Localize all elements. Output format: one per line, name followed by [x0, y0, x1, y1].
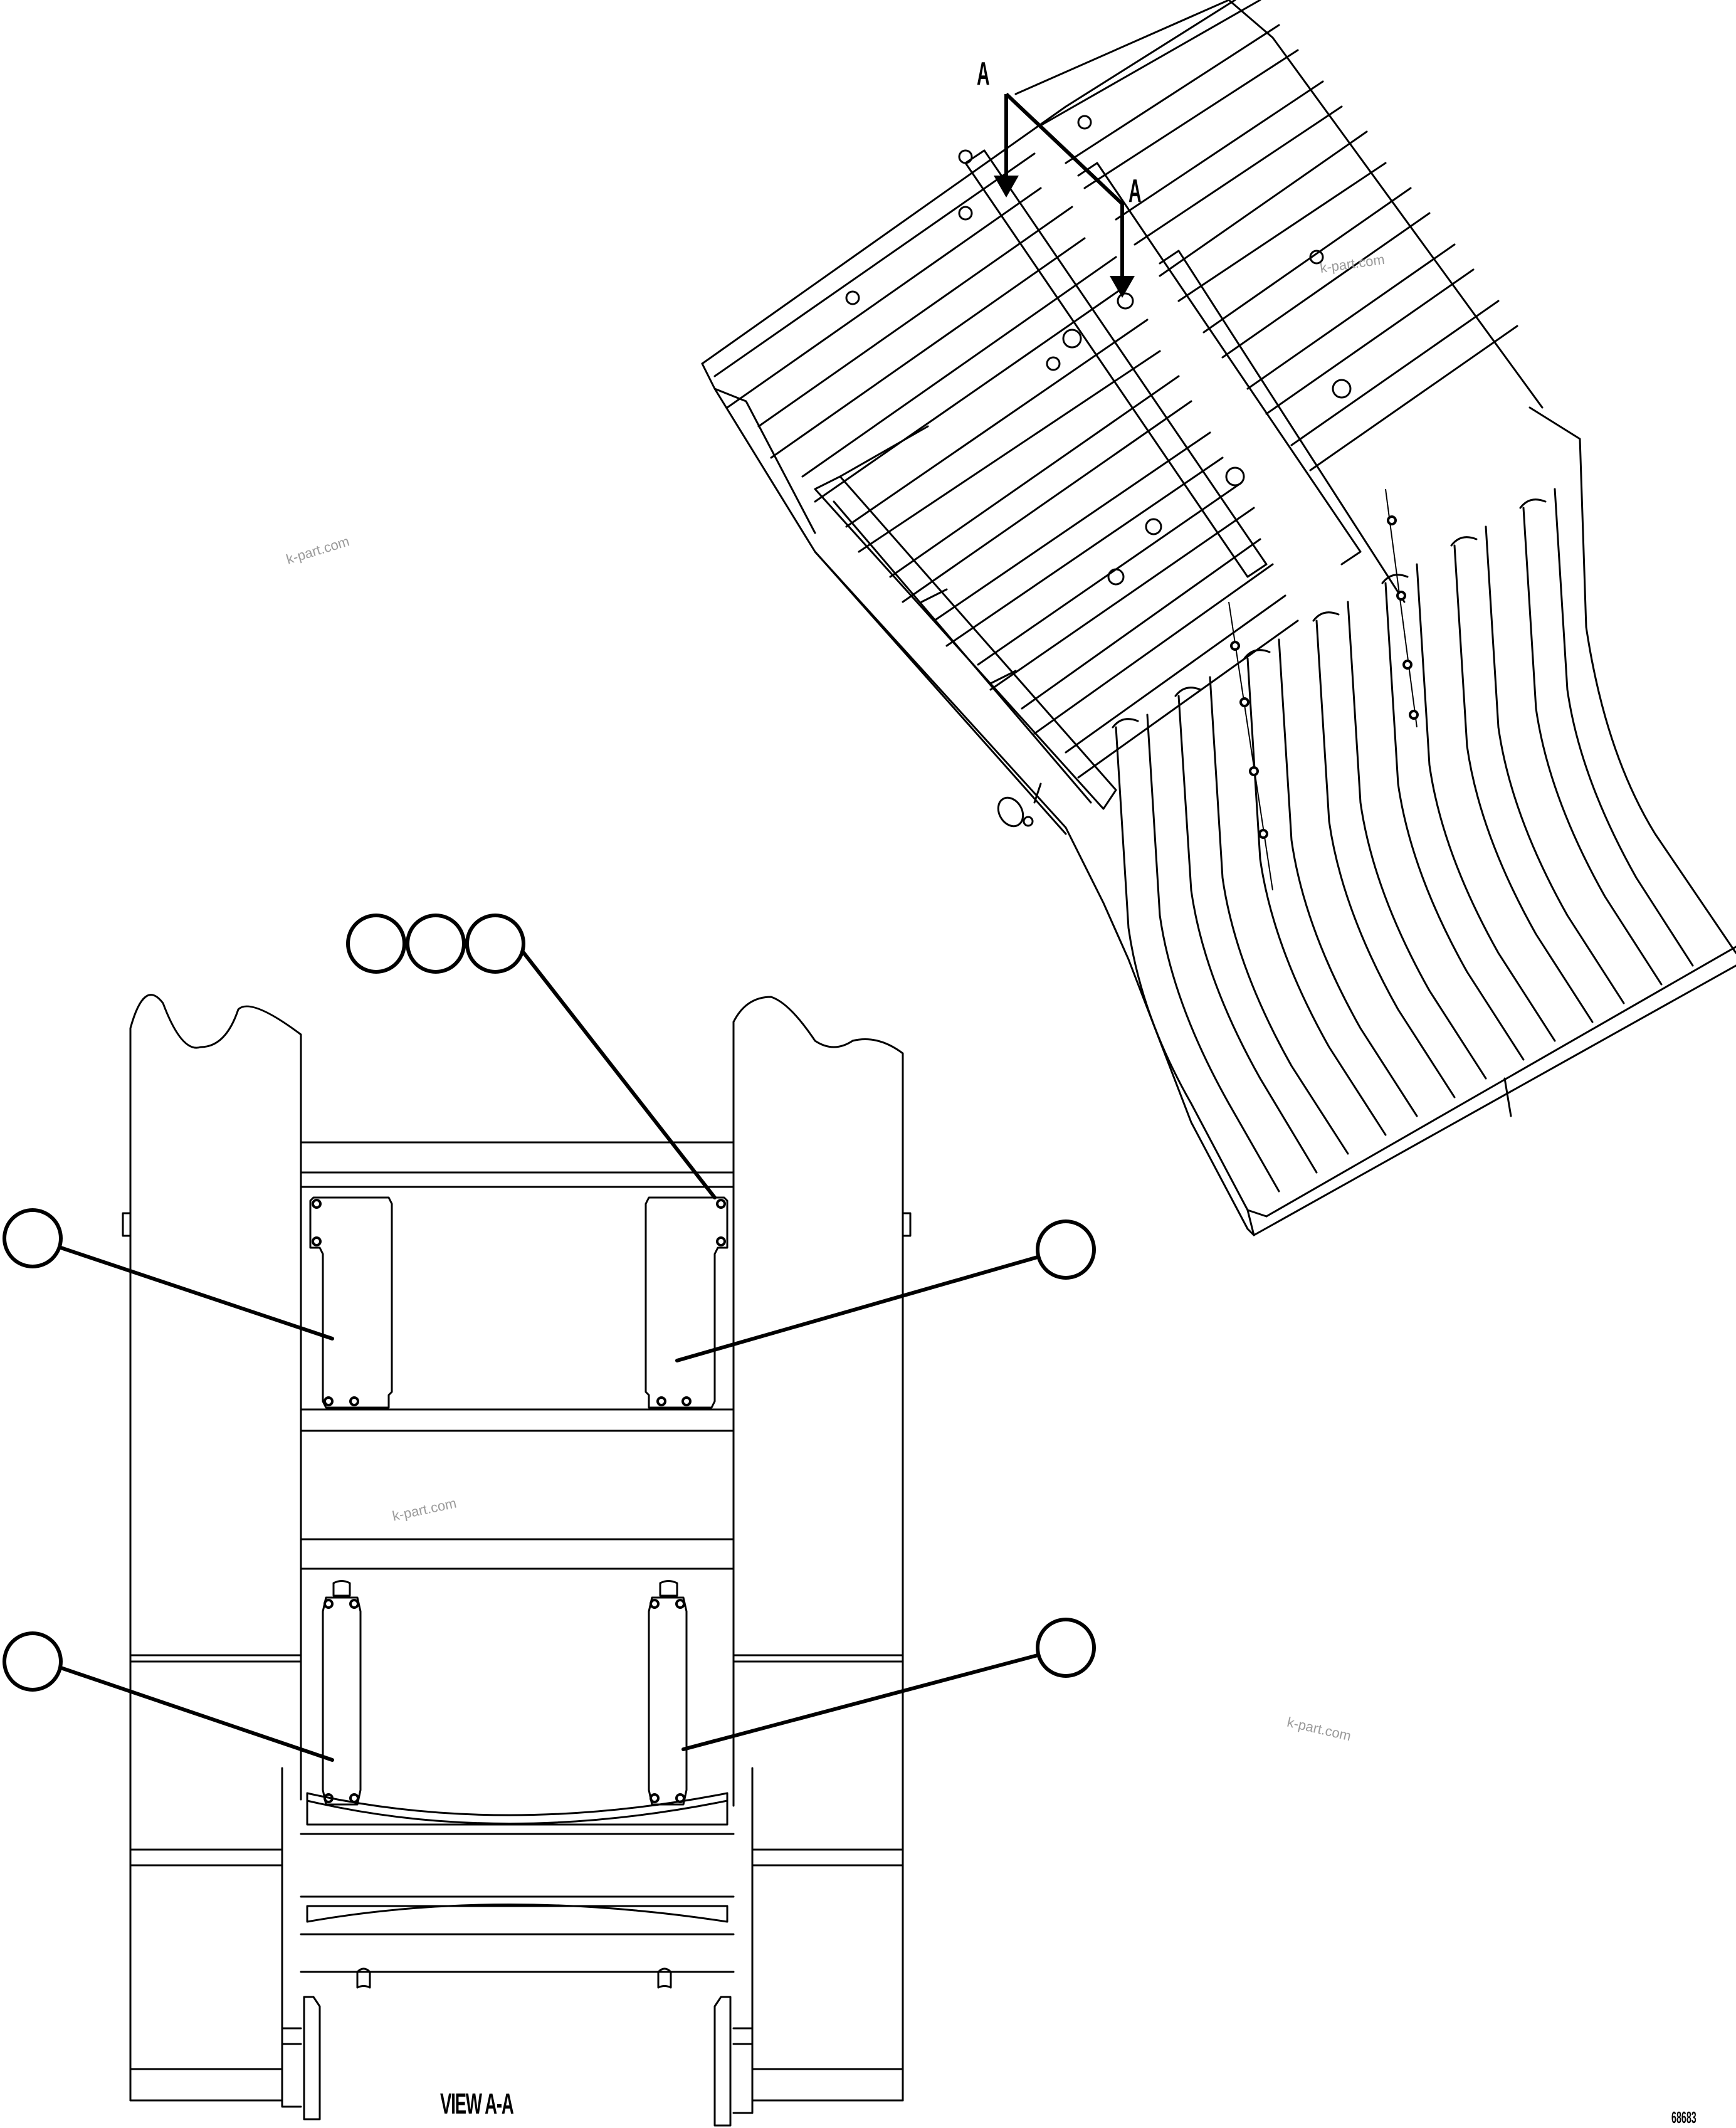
- view-title: VIEW A-A: [440, 2087, 514, 2120]
- lower-left-wear-plate[interactable]: [322, 1580, 362, 1806]
- upper-left-wear-plate[interactable]: [309, 1196, 393, 1409]
- reference-number: 68683: [1671, 2108, 1697, 2127]
- section-a-a-marker[interactable]: [994, 92, 1135, 298]
- cable-clips: [1230, 515, 1419, 839]
- upper-right-wear-plate[interactable]: [644, 1196, 729, 1409]
- callout-left-lower[interactable]: [3, 1631, 63, 1692]
- teeth-tips: [1112, 498, 1547, 729]
- callout-left-upper[interactable]: [3, 1208, 63, 1268]
- isometric-view: [701, 0, 1736, 1236]
- lower-right-wear-plate[interactable]: [648, 1580, 688, 1806]
- view-a-a: [122, 994, 912, 2127]
- upper-right-tines: [1014, 0, 1544, 471]
- callout-top-1[interactable]: [346, 914, 406, 974]
- callout-right-upper[interactable]: [1036, 1219, 1096, 1280]
- callout-top-3[interactable]: [465, 914, 525, 974]
- section-label-a-2: A: [1128, 173, 1142, 209]
- callout-right-lower[interactable]: [1036, 1618, 1096, 1678]
- section-label-a-1: A: [977, 56, 990, 92]
- rake-teeth: [1115, 406, 1736, 1211]
- callouts: [3, 914, 1096, 1762]
- callout-top-2[interactable]: [406, 914, 466, 974]
